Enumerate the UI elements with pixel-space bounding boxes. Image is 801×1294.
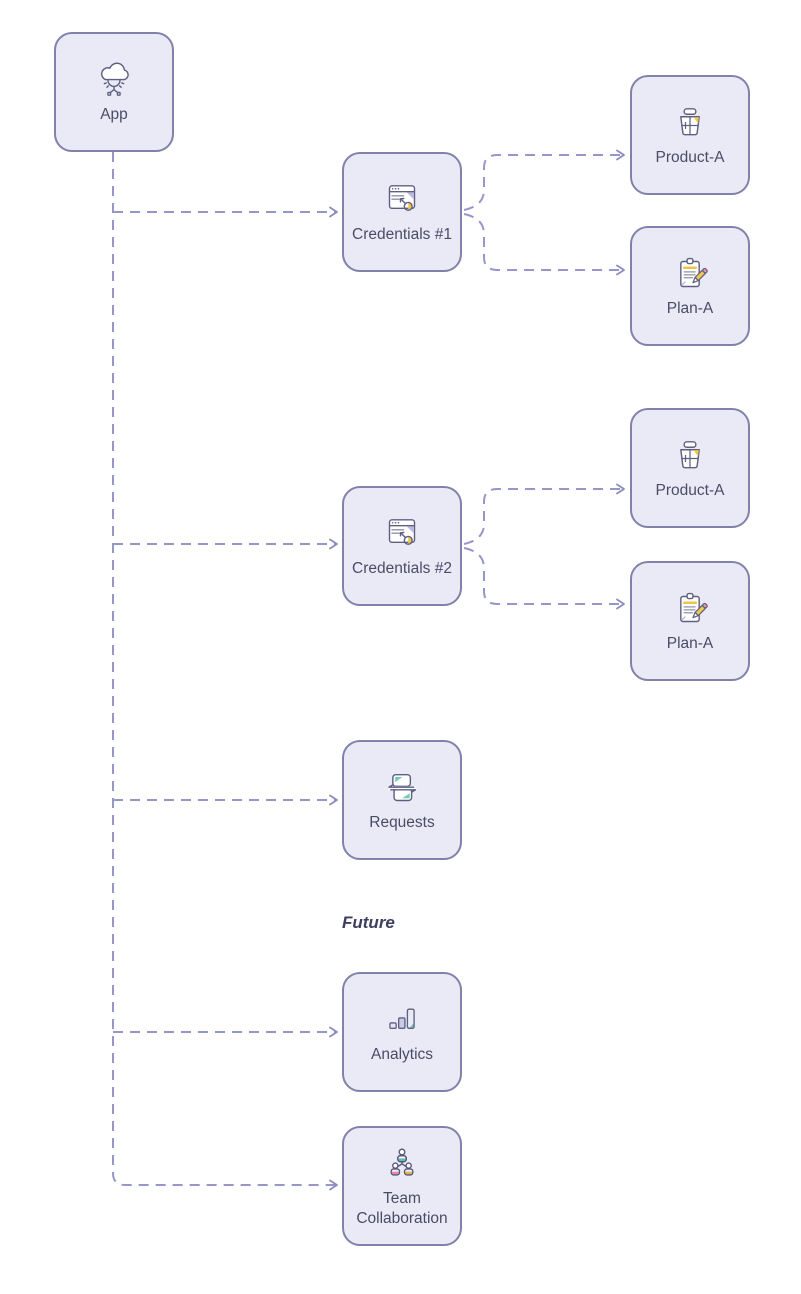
- node-plan-a-1: Plan-A: [630, 226, 750, 346]
- edge-credentials1-plan-a: [463, 213, 625, 276]
- edge-credentials2-product-a: [463, 483, 625, 545]
- node-plan-a-2: Plan-A: [630, 561, 750, 681]
- node-credentials-1: Credentials #1: [342, 152, 462, 272]
- edge-credentials2-plan-a: [463, 547, 625, 610]
- node-label: Plan-A: [666, 634, 714, 652]
- node-credentials-2: Credentials #2: [342, 486, 462, 606]
- sync-windows-icon: [382, 768, 422, 808]
- edge-app-team: [112, 152, 338, 1191]
- node-label: App: [100, 105, 128, 123]
- node-requests: Requests: [342, 740, 462, 860]
- node-label: Plan-A: [666, 299, 714, 317]
- node-app: App: [54, 32, 174, 152]
- clipboard-pencil-icon: [670, 254, 710, 294]
- future-section-label: Future: [342, 913, 395, 932]
- basket-icon: [670, 436, 710, 476]
- cloud-app-icon: [94, 60, 134, 100]
- node-team-collaboration: Team Collaboration: [342, 1126, 462, 1246]
- node-label: Product-A: [655, 481, 725, 499]
- node-product-a-1: Product-A: [630, 75, 750, 195]
- node-label: Analytics: [370, 1045, 434, 1063]
- node-label: Team Collaboration: [356, 1189, 448, 1227]
- org-people-icon: [382, 1144, 422, 1184]
- node-label: Requests: [369, 813, 435, 831]
- basket-icon: [670, 103, 710, 143]
- bar-chart-icon: [382, 1000, 422, 1040]
- browser-key-icon: [382, 180, 422, 220]
- node-label: Credentials #1: [352, 225, 452, 243]
- clipboard-pencil-icon: [670, 589, 710, 629]
- node-label: Credentials #2: [352, 559, 452, 577]
- browser-key-icon: [382, 514, 422, 554]
- edge-credentials1-product-a: [463, 149, 625, 211]
- node-label: Product-A: [655, 148, 725, 166]
- node-product-a-2: Product-A: [630, 408, 750, 528]
- node-analytics: Analytics: [342, 972, 462, 1092]
